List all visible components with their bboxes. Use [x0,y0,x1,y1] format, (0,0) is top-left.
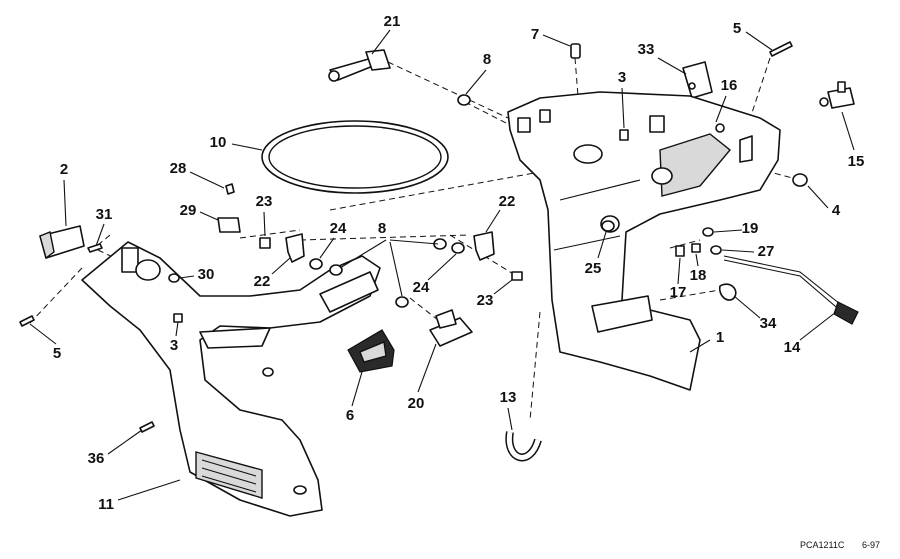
callout-c8b: 8 [378,220,386,237]
callout-c16: 16 [721,77,738,94]
part-25-plug [601,220,615,232]
part-5-screw-top [769,41,793,57]
callout-c36: 36 [88,450,105,467]
part-30-nut [168,273,180,283]
callout-c8a: 8 [483,51,491,68]
callout-c11: 11 [98,496,114,513]
callout-c4: 4 [832,202,841,219]
part-2-bracket [39,225,85,260]
callout-c23b: 23 [477,292,494,309]
part-15-valve [819,81,855,109]
callout-c3b: 3 [170,337,178,354]
callout-c1: 1 [716,329,724,346]
callout-c14: 14 [784,339,801,356]
callout-c22b: 22 [254,273,271,290]
part-29-clip [217,217,241,233]
callout-c2: 2 [60,161,68,178]
callout-c7: 7 [531,26,539,43]
part-11-port-cover [81,241,381,517]
callout-c22a: 22 [499,193,516,210]
callout-c15: 15 [848,153,865,170]
part-24-washer-a [309,258,323,270]
callout-c27: 27 [758,243,775,260]
callout-c13: 13 [500,389,517,406]
drawing-code: PCA1211C [800,540,845,550]
drawing-date: 6-97 [862,540,880,550]
callout-c10: 10 [210,134,227,151]
part-23-screw-b [511,271,523,281]
callout-c30: 30 [198,266,215,283]
part-6-pad [347,329,395,373]
assembly-lines [29,57,801,421]
part-5-screw-bottom [19,315,35,327]
callout-c18: 18 [690,267,707,284]
part-19-washer [702,227,714,237]
part-11-vents [201,459,257,493]
part-28-screw [225,183,235,195]
part-13-hose [505,431,542,462]
part-24-washer-b [451,242,465,254]
callout-c24b: 24 [413,279,430,296]
part-3-screw-bottom [173,313,183,323]
callout-c6: 6 [346,407,354,424]
part-21-shift-lever [328,49,391,82]
part-3-screw-top [619,129,629,141]
part-14-cable [723,255,859,325]
part-17-screw [675,245,685,257]
callout-c31: 31 [96,206,113,223]
callout-c5a: 5 [733,20,741,37]
part-8-grommet-top [457,94,471,106]
part-18-nut [691,243,701,253]
part-7-pin [570,43,581,59]
part-8-grommet-d [395,296,409,308]
part-22-bracket-a [285,233,305,263]
callout-c3a: 3 [618,69,626,86]
callout-c19: 19 [742,220,759,237]
callout-c33: 33 [638,41,655,58]
part-4-plug [792,173,808,187]
part-23-screw-a [259,237,271,249]
part-34-clip [718,283,737,301]
callout-c28: 28 [170,160,187,177]
part-20-handle [429,309,473,347]
callout-c29: 29 [180,202,197,219]
part-33-clip [682,61,713,99]
callout-c17: 17 [670,284,687,301]
part-27-nut [710,245,722,255]
callout-c24a: 24 [330,220,347,237]
part-22-bracket-b [473,231,495,261]
part-8-grommet-b [329,264,343,276]
callout-c21: 21 [384,13,401,30]
callout-c25: 25 [585,260,602,277]
part-10-seal [261,120,449,194]
callout-c34: 34 [760,315,777,332]
callout-c23a: 23 [256,193,273,210]
part-16-starboard-cover [507,91,781,391]
callout-c20: 20 [408,395,425,412]
callout-c5b: 5 [53,345,61,362]
callout-leaders [29,29,855,501]
